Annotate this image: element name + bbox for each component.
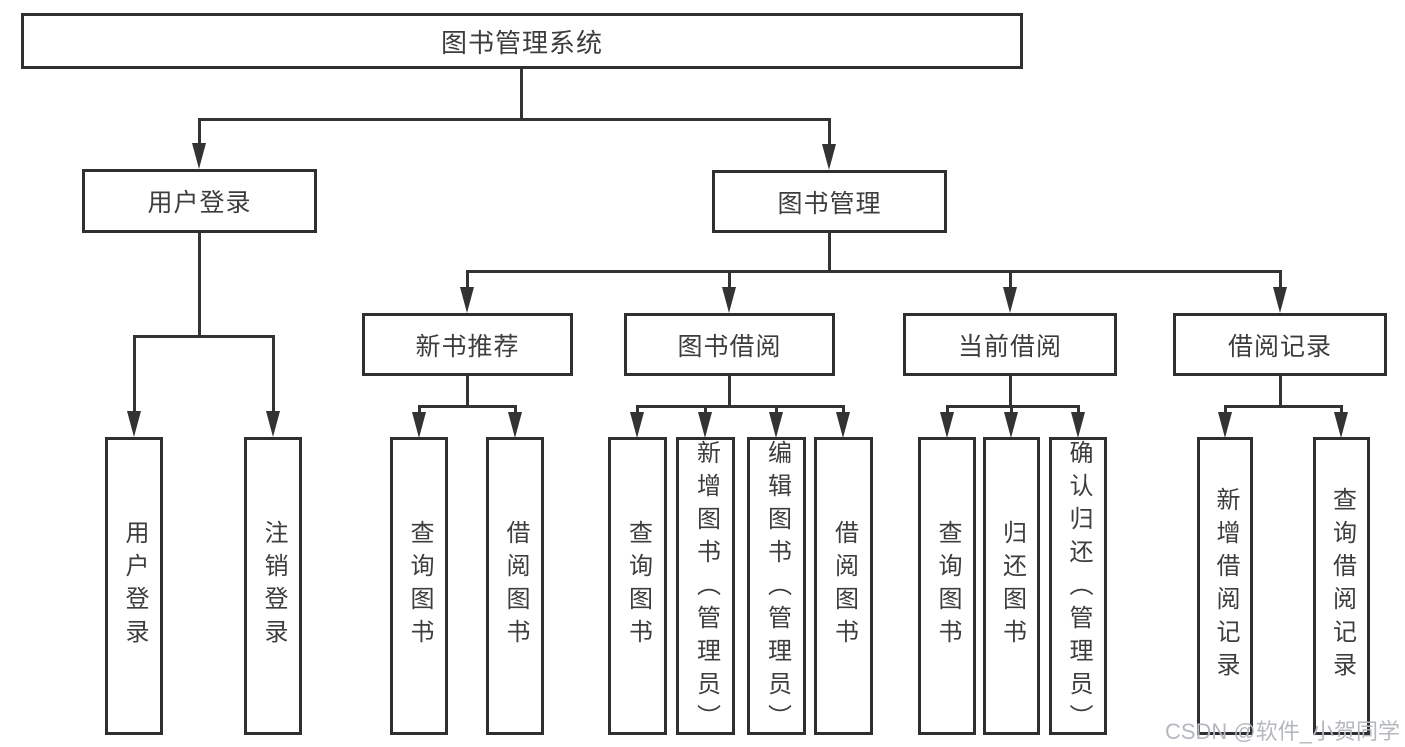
arrow-down-icon	[192, 143, 206, 169]
connector-line	[198, 118, 201, 146]
leaf-user-login: 用户登录	[105, 437, 163, 735]
arrow-down-icon	[940, 412, 954, 438]
node-current-borrow-label: 当前借阅	[957, 332, 1062, 361]
leaf-rec-query-books: 查询图书	[390, 437, 448, 735]
leaf-bb-edit-books-admin-label: 编辑图书（管理员）	[763, 440, 791, 737]
leaf-add-borrow-record-label: 新增借阅记录	[1212, 487, 1239, 685]
connector-line	[466, 270, 469, 290]
node-book-borrow: 图书借阅	[624, 313, 835, 376]
arrow-down-icon	[1004, 412, 1018, 438]
connector-line	[1340, 405, 1343, 415]
connector-line	[1224, 405, 1342, 408]
connector-line	[728, 270, 731, 290]
connector-line	[704, 405, 707, 415]
leaf-cur-query-books-label: 查询图书	[934, 520, 961, 652]
connector-line	[514, 405, 517, 415]
arrow-down-icon	[698, 412, 712, 438]
node-root-label: 图书管理系统	[440, 27, 603, 58]
leaf-query-borrow-record: 查询借阅记录	[1313, 437, 1370, 735]
connector-line	[133, 335, 136, 413]
connector-line	[728, 376, 731, 408]
leaf-cur-return-books: 归还图书	[983, 437, 1040, 735]
connector-line	[1010, 405, 1013, 415]
arrow-down-icon	[1071, 412, 1085, 438]
connector-line	[1077, 405, 1080, 415]
leaf-cur-confirm-return-admin: 确认归还（管理员）	[1049, 437, 1107, 737]
connector-line	[1009, 270, 1012, 290]
connector-line	[1279, 376, 1282, 408]
node-borrow-records-label: 借阅记录	[1227, 332, 1332, 361]
leaf-rec-borrow-books: 借阅图书	[486, 437, 544, 735]
node-book-mgmt: 图书管理	[712, 170, 947, 233]
node-book-borrow-label: 图书借阅	[677, 332, 782, 361]
arrow-down-icon	[1218, 412, 1232, 438]
node-user-login: 用户登录	[82, 169, 317, 233]
arrow-down-icon	[266, 411, 280, 437]
arrow-down-icon	[1273, 287, 1287, 313]
arrow-down-icon	[1334, 412, 1348, 438]
connector-line	[198, 118, 831, 121]
node-new-book-rec: 新书推荐	[362, 313, 573, 376]
connector-line	[133, 335, 275, 338]
leaf-user-login-label: 用户登录	[121, 520, 148, 652]
csdn-watermark: CSDN @软件_小贺同学	[1164, 719, 1400, 744]
leaf-logout-label: 注销登录	[260, 520, 287, 652]
connector-line	[466, 376, 469, 408]
connector-line	[946, 405, 949, 415]
arrow-down-icon	[722, 287, 736, 313]
node-book-mgmt-label: 图书管理	[777, 189, 882, 218]
arrow-down-icon	[630, 412, 644, 438]
connector-line	[418, 405, 516, 408]
node-current-borrow: 当前借阅	[903, 313, 1117, 376]
leaf-cur-return-books-label: 归还图书	[998, 520, 1026, 652]
connector-line	[272, 335, 275, 413]
leaf-bb-add-books-admin-label: 新增图书（管理员）	[692, 440, 720, 737]
connector-line	[520, 69, 523, 118]
arrow-down-icon	[836, 412, 850, 438]
leaf-bb-borrow-books-label: 借阅图书	[830, 520, 858, 652]
leaf-add-borrow-record: 新增借阅记录	[1197, 437, 1253, 735]
leaf-cur-confirm-return-admin-label: 确认归还（管理员）	[1065, 440, 1092, 737]
leaf-cur-query-books: 查询图书	[918, 437, 976, 735]
connector-line	[636, 405, 639, 415]
arrow-down-icon	[460, 287, 474, 313]
node-root: 图书管理系统	[21, 13, 1023, 69]
connector-line	[1224, 405, 1227, 415]
connector-line	[1009, 376, 1012, 408]
leaf-query-borrow-record-label: 查询借阅记录	[1328, 487, 1356, 685]
connector-line	[842, 405, 845, 415]
leaf-rec-query-books-label: 查询图书	[406, 520, 433, 652]
arrow-down-icon	[127, 411, 141, 437]
leaf-bb-query-books: 查询图书	[608, 437, 667, 735]
leaf-bb-add-books-admin: 新增图书（管理员）	[676, 437, 735, 737]
node-new-book-rec-label: 新书推荐	[415, 332, 520, 361]
leaf-bb-query-books-label: 查询图书	[624, 520, 652, 652]
arrow-down-icon	[822, 144, 836, 170]
arrow-down-icon	[1003, 287, 1017, 313]
node-user-login-label: 用户登录	[147, 189, 252, 217]
connector-line	[828, 233, 831, 273]
connector-line	[198, 233, 201, 337]
leaf-rec-borrow-books-label: 借阅图书	[502, 520, 529, 652]
node-borrow-records: 借阅记录	[1173, 313, 1387, 376]
connector-line	[775, 405, 778, 415]
connector-line	[636, 405, 844, 408]
arrow-down-icon	[508, 412, 522, 438]
leaf-bb-borrow-books: 借阅图书	[814, 437, 873, 735]
arrow-down-icon	[412, 412, 426, 438]
arrow-down-icon	[769, 412, 783, 438]
leaf-bb-edit-books-admin: 编辑图书（管理员）	[747, 437, 806, 737]
connector-line	[466, 270, 1282, 273]
connector-line	[828, 118, 831, 146]
connector-line	[1279, 270, 1282, 290]
leaf-logout: 注销登录	[244, 437, 302, 735]
connector-line	[418, 405, 421, 415]
